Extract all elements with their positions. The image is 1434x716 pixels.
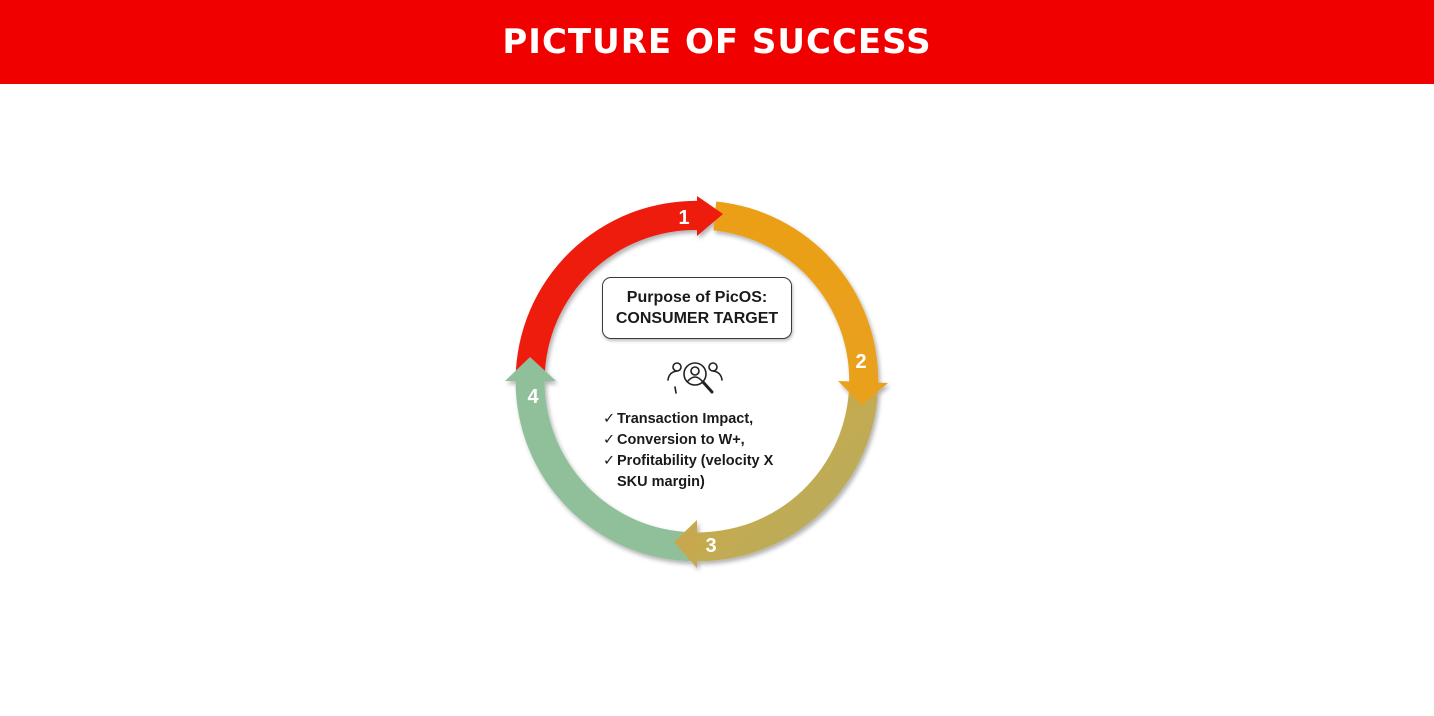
- purpose-title: Purpose of PicOS:: [626, 289, 768, 306]
- step-number-4: 4: [527, 386, 539, 408]
- step-number-2: 2: [855, 351, 866, 373]
- cycle-segment-2: [713, 201, 879, 384]
- benefits-list: ✓ Transaction Impact, ✓ Conversion to W+…: [603, 409, 803, 493]
- page-title: PICTURE OF SUCCESS: [502, 22, 932, 62]
- list-item: ✓ Conversion to W+,: [603, 430, 803, 451]
- list-item: ✓ Profitability (velocity X SKU margin): [603, 451, 803, 493]
- step-number-1: 1: [678, 207, 689, 229]
- arrowhead-1: [697, 196, 723, 236]
- list-item: ✓ Transaction Impact,: [603, 409, 803, 430]
- step-number-3: 3: [705, 535, 716, 557]
- purpose-subtitle: CONSUMER TARGET: [615, 310, 779, 327]
- arrowhead-2: [838, 381, 888, 405]
- arrowhead-3: [674, 520, 697, 568]
- bullet-text: Conversion to W+,: [617, 432, 745, 448]
- arrowhead-4: [505, 357, 556, 381]
- purpose-box: Purpose of PicOS: CONSUMER TARGET: [602, 277, 792, 339]
- consumer-target-icon: [667, 362, 723, 394]
- checkmark-icon: ✓: [603, 411, 616, 427]
- checkmark-icon: ✓: [603, 432, 616, 448]
- bullet-text: Transaction Impact,: [617, 411, 754, 427]
- checkmark-icon: ✓: [603, 453, 616, 469]
- header-banner: PICTURE OF SUCCESS: [0, 0, 1434, 84]
- bullet-text: Profitability (velocity X SKU margin): [617, 453, 774, 490]
